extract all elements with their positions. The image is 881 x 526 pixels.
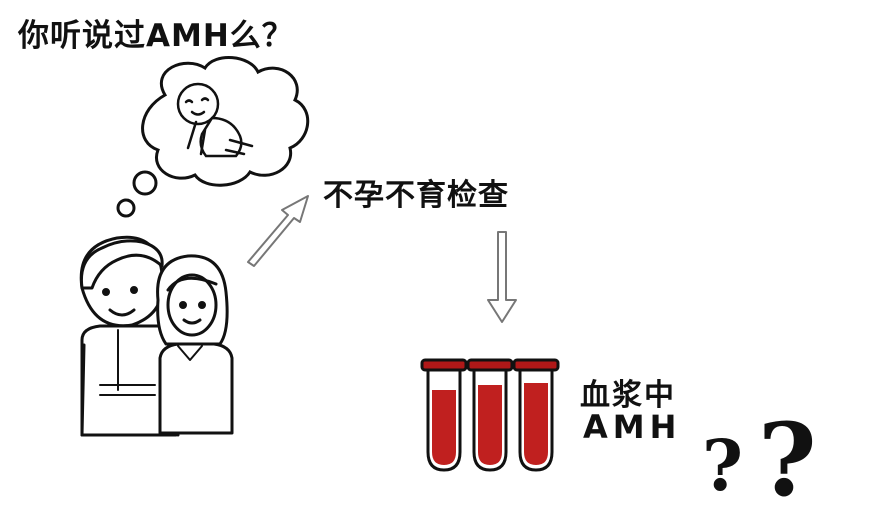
test-tube: [512, 358, 560, 472]
page-title: 你听说过AMH么？: [18, 18, 294, 54]
question-mark-large: ?: [758, 401, 817, 519]
test-tube: [420, 358, 468, 472]
amh-label: AMH: [583, 408, 682, 446]
baby-icon: [176, 82, 254, 158]
arrow-down-icon: [487, 231, 517, 323]
plasma-label: 血浆中: [580, 378, 676, 413]
question-mark-small: ?: [702, 424, 743, 507]
arrow-up-right-icon: [247, 195, 309, 267]
infertility-exam-label: 不孕不育检查: [323, 178, 509, 213]
couple-illustration: [79, 235, 234, 437]
test-tube: [466, 358, 514, 472]
blood-test-tubes: [420, 358, 560, 472]
question-marks: ? ?: [702, 401, 817, 519]
